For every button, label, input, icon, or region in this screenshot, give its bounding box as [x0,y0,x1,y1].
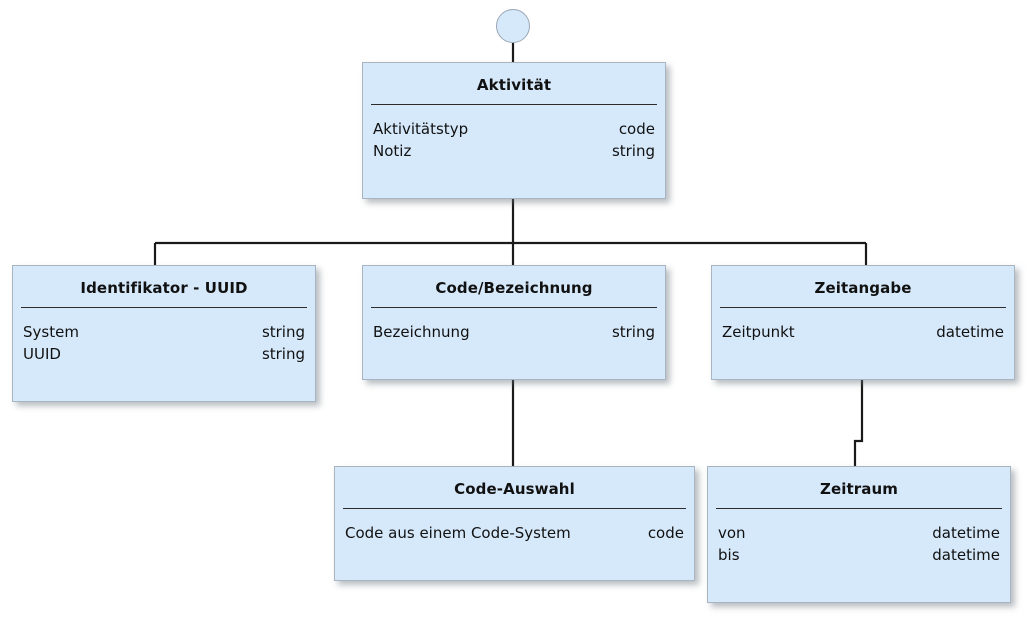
attribute-row: Zeitpunkt datetime [722,321,1004,343]
attribute-row: Code aus einem Code-System code [345,522,684,544]
attribute-name: von [718,524,746,542]
attribute-row: Aktivitätstyp code [373,118,655,140]
class-title-identifikator-uuid: Identifikator - UUID [80,279,248,297]
title-divider [371,307,657,308]
attribute-name: bis [718,546,740,564]
attribute-list-code-auswahl: Code aus einem Code-System code [335,509,694,544]
attribute-list-aktivitaet: Aktivitätstyp code Notiz string [363,105,665,162]
edge-zeitangabe-to-zeitraum [853,380,864,466]
attribute-name: Aktivitätstyp [373,120,469,138]
class-title-code-auswahl: Code-Auswahl [454,480,575,498]
attribute-name: Code aus einem Code-System [345,524,571,542]
attribute-type: string [611,142,655,160]
attribute-type: datetime [932,546,1000,564]
class-title-aktivitaet: Aktivität [476,76,552,94]
attribute-row: Notiz string [373,140,655,162]
attribute-type: string [611,323,655,341]
start-node[interactable] [496,9,530,43]
title-divider [716,508,1002,509]
class-title-zeitraum: Zeitraum [820,480,898,498]
attribute-type: datetime [932,524,1000,542]
attribute-type: code [618,120,655,138]
title-divider [343,508,686,509]
attribute-type: string [261,323,305,341]
attribute-row: Bezeichnung string [373,321,655,343]
attribute-row: System string [23,321,305,343]
attribute-type: string [261,345,305,363]
attribute-list-zeitraum: von datetime bis datetime [708,509,1010,566]
title-divider [21,307,307,308]
title-divider [720,307,1006,308]
attribute-row: von datetime [718,522,1000,544]
class-box-identifikator-uuid[interactable]: Identifikator - UUID System string UUID … [12,265,316,402]
attribute-name: Zeitpunkt [722,323,795,341]
class-box-zeitraum[interactable]: Zeitraum von datetime bis datetime [707,466,1011,603]
attribute-list-zeitangabe: Zeitpunkt datetime [712,308,1014,343]
attribute-type: code [647,524,684,542]
attribute-name: System [23,323,79,341]
title-divider [371,104,657,105]
attribute-row: UUID string [23,343,305,365]
class-box-code-bezeichnung[interactable]: Code/Bezeichnung Bezeichnung string [362,265,666,380]
class-box-zeitangabe[interactable]: Zeitangabe Zeitpunkt datetime [711,265,1015,380]
class-title-zeitangabe: Zeitangabe [814,279,912,297]
class-title-code-bezeichnung: Code/Bezeichnung [435,279,593,297]
attribute-name: Notiz [373,142,412,160]
attribute-list-identifikator-uuid: System string UUID string [13,308,315,365]
class-box-code-auswahl[interactable]: Code-Auswahl Code aus einem Code-System … [334,466,695,581]
attribute-name: Bezeichnung [373,323,470,341]
attribute-name: UUID [23,345,61,363]
class-box-aktivitaet[interactable]: Aktivität Aktivitätstyp code Notiz strin… [362,62,666,199]
attribute-list-code-bezeichnung: Bezeichnung string [363,308,665,343]
attribute-type: datetime [936,323,1004,341]
attribute-row: bis datetime [718,544,1000,566]
